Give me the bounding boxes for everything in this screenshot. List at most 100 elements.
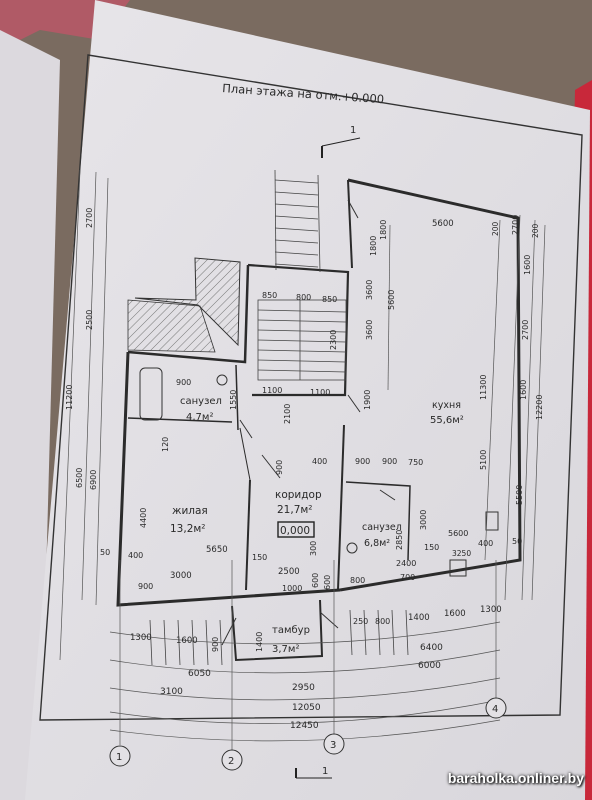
dim-text: 600 [323, 575, 332, 590]
dim-text: 900 [355, 457, 370, 466]
dim-text: 5100 [479, 450, 488, 470]
dim-text: 1900 [363, 390, 372, 410]
dim-text: 750 [408, 458, 423, 467]
stairs-bottom-right [349, 609, 409, 656]
dim-text: 1550 [229, 390, 238, 410]
dim-text: 150 [424, 543, 439, 552]
axis-label-1: 1 [116, 752, 122, 763]
dim-text: 1400 [255, 632, 264, 652]
section-mark-bottom: 1 [295, 766, 332, 779]
sink-icon [449, 559, 467, 577]
room-name-sanuzel-2: санузел [362, 522, 402, 533]
axis-marker-2 [221, 749, 243, 771]
dim-text: 200 [491, 221, 500, 236]
dim-text: 2850 [395, 530, 404, 550]
dim-text: 50 [512, 537, 522, 546]
dim-text: 1600 [176, 636, 198, 646]
dim-text: 400 [478, 539, 493, 548]
toilet-icon-2 [346, 542, 358, 554]
dim-text: 2700 [521, 320, 530, 340]
dim-text: 1000 [282, 584, 302, 593]
axis-marker-3 [323, 733, 345, 755]
axis-label-4: 4 [492, 704, 498, 715]
walls [116, 178, 522, 662]
dim-text: 2400 [396, 559, 416, 568]
dim-text: 2700 [511, 215, 520, 235]
dim-text: 12450 [290, 721, 319, 731]
dim-text: 5600 [448, 529, 468, 538]
dim-text: 900 [176, 378, 191, 387]
dim-text: 3600 [365, 280, 374, 300]
dim-text: 150 [252, 553, 267, 562]
dim-text: 800 [350, 576, 365, 585]
room-area-zhilaya: 13,2м² [170, 523, 206, 535]
room-area-tambur: 3,7м² [272, 644, 299, 655]
watermark: baraholka.onliner.by [447, 770, 584, 786]
dim-text: 800 [296, 293, 311, 302]
axis-marker-1 [109, 745, 131, 767]
hatched-area [134, 257, 241, 347]
dim-text: 850 [322, 295, 337, 304]
axis-label-3: 3 [330, 740, 336, 751]
bathtub-icon [139, 367, 163, 421]
axis-label-2: 2 [228, 756, 234, 767]
toilet-icon [216, 374, 228, 386]
room-name-koridor: коридор [275, 489, 322, 501]
dim-text: 12200 [535, 395, 544, 420]
dim-text: 1300 [130, 633, 152, 643]
dim-text: 2100 [283, 404, 292, 424]
dim-text: 1800 [379, 220, 388, 240]
room-area-sanuzel-1: 4,7м² [186, 412, 213, 423]
doors [221, 199, 396, 646]
paper-sheet [25, 0, 590, 800]
dim-text: 3250 [452, 549, 471, 558]
dim-text: 1600 [519, 380, 528, 400]
dim-text: 700 [400, 573, 415, 582]
dim-text: 6900 [89, 470, 98, 490]
dim-text: 6050 [188, 669, 211, 679]
dim-text: 5500 [515, 485, 524, 505]
dim-text: 1300 [480, 605, 502, 615]
dim-text: 2500 [278, 567, 300, 577]
dim-text: 600 [311, 573, 320, 588]
dim-text: 1100 [262, 386, 282, 395]
dim-text: 900 [275, 460, 284, 475]
dim-text: 1600 [444, 609, 466, 619]
hatched-area-2 [127, 299, 216, 353]
room-area-sanuzel-2: 6,8м² [364, 538, 390, 549]
grid-axes [109, 697, 507, 771]
dim-text: 6500 [75, 468, 84, 488]
dim-text: 6000 [418, 661, 441, 671]
dim-text: 12050 [292, 703, 321, 713]
dim-text: 3000 [419, 510, 428, 530]
dimension-lines [59, 169, 546, 752]
dim-text: 200 [531, 223, 540, 238]
section-mark-top-label: 1 [350, 125, 356, 136]
dim-text: 50 [100, 548, 110, 557]
section-mark-bottom-label: 1 [322, 766, 328, 777]
dim-text: 400 [312, 457, 327, 466]
dim-text: 5600 [387, 290, 396, 310]
dim-text: 900 [211, 637, 220, 652]
dim-text: 2500 [85, 310, 94, 330]
stairs-inner [257, 299, 347, 381]
dim-text: 2700 [85, 208, 94, 228]
dim-text: 3100 [160, 687, 183, 697]
stairs-bottom-left [149, 619, 223, 666]
axis-marker-4 [485, 697, 507, 719]
level-mark-box [277, 521, 315, 538]
dim-text: 4400 [139, 508, 148, 528]
dim-text: 5650 [206, 545, 228, 555]
dim-text: 1600 [523, 255, 532, 275]
dim-text: 800 [375, 617, 390, 626]
dim-text: 1800 [369, 236, 378, 256]
room-area-koridor: 21,7м² [277, 504, 313, 516]
dim-text: 3000 [170, 571, 192, 581]
dim-text: 2300 [329, 330, 338, 350]
stairs-top [274, 169, 321, 273]
room-name-zhilaya: жилая [172, 505, 208, 517]
dim-text: 900 [138, 582, 153, 591]
room-area-kuhnya: 55,6м² [430, 415, 464, 426]
room-name-sanuzel-1: санузел [180, 396, 222, 407]
